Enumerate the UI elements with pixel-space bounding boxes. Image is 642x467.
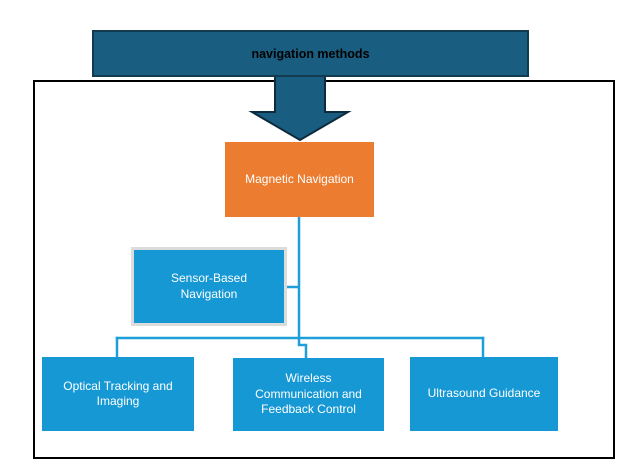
down-arrow (248, 74, 352, 142)
node-ultrasound-guidance-label: Ultrasound Guidance (427, 386, 541, 401)
node-wireless-communication-and-feedback-control: Wireless Communication and Feedback Cont… (233, 358, 384, 431)
node-navigation-methods-label: navigation methods (251, 46, 370, 61)
node-optical-tracking-and-imaging: Optical Tracking and Imaging (42, 357, 194, 431)
node-magnetic-navigation-label: Magnetic Navigation (245, 171, 354, 186)
node-sensor-based-navigation: Sensor-Based Navigation (131, 247, 287, 326)
node-optical-tracking-and-imaging-label: Optical Tracking and Imaging (63, 378, 173, 408)
node-ultrasound-guidance: Ultrasound Guidance (410, 357, 558, 431)
node-navigation-methods: navigation methods (92, 30, 529, 77)
node-magnetic-navigation: Magnetic Navigation (225, 142, 374, 217)
node-sensor-based-navigation-label: Sensor-Based Navigation (170, 271, 248, 301)
connector-trunk (297, 215, 308, 360)
node-wireless-communication-and-feedback-control-label: Wireless Communication and Feedback Cont… (255, 371, 362, 417)
